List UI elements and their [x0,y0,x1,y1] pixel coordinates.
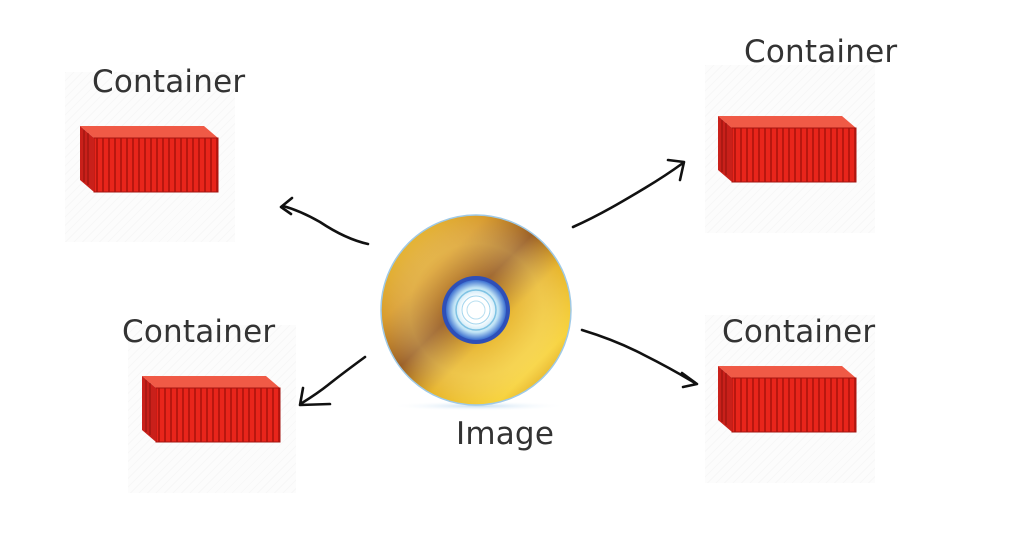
shipping-container-icon [718,116,857,183]
image-label: Image [456,416,555,452]
container-label-bottom-right: Container [722,314,876,350]
shipping-container-icon [80,126,219,193]
container-label-bottom-left: Container [122,314,276,350]
arrow-to-bottom-left [298,355,367,407]
shipping-container-icon [718,366,857,433]
arrow-to-bottom-right [580,328,699,389]
container-label-top-right: Container [744,34,898,70]
arrow-to-top-right [571,158,686,229]
arrow-to-top-left [279,196,370,246]
shipping-container-icon [142,376,281,443]
container-label-top-left: Container [92,64,246,100]
disc-image-icon [380,214,572,411]
